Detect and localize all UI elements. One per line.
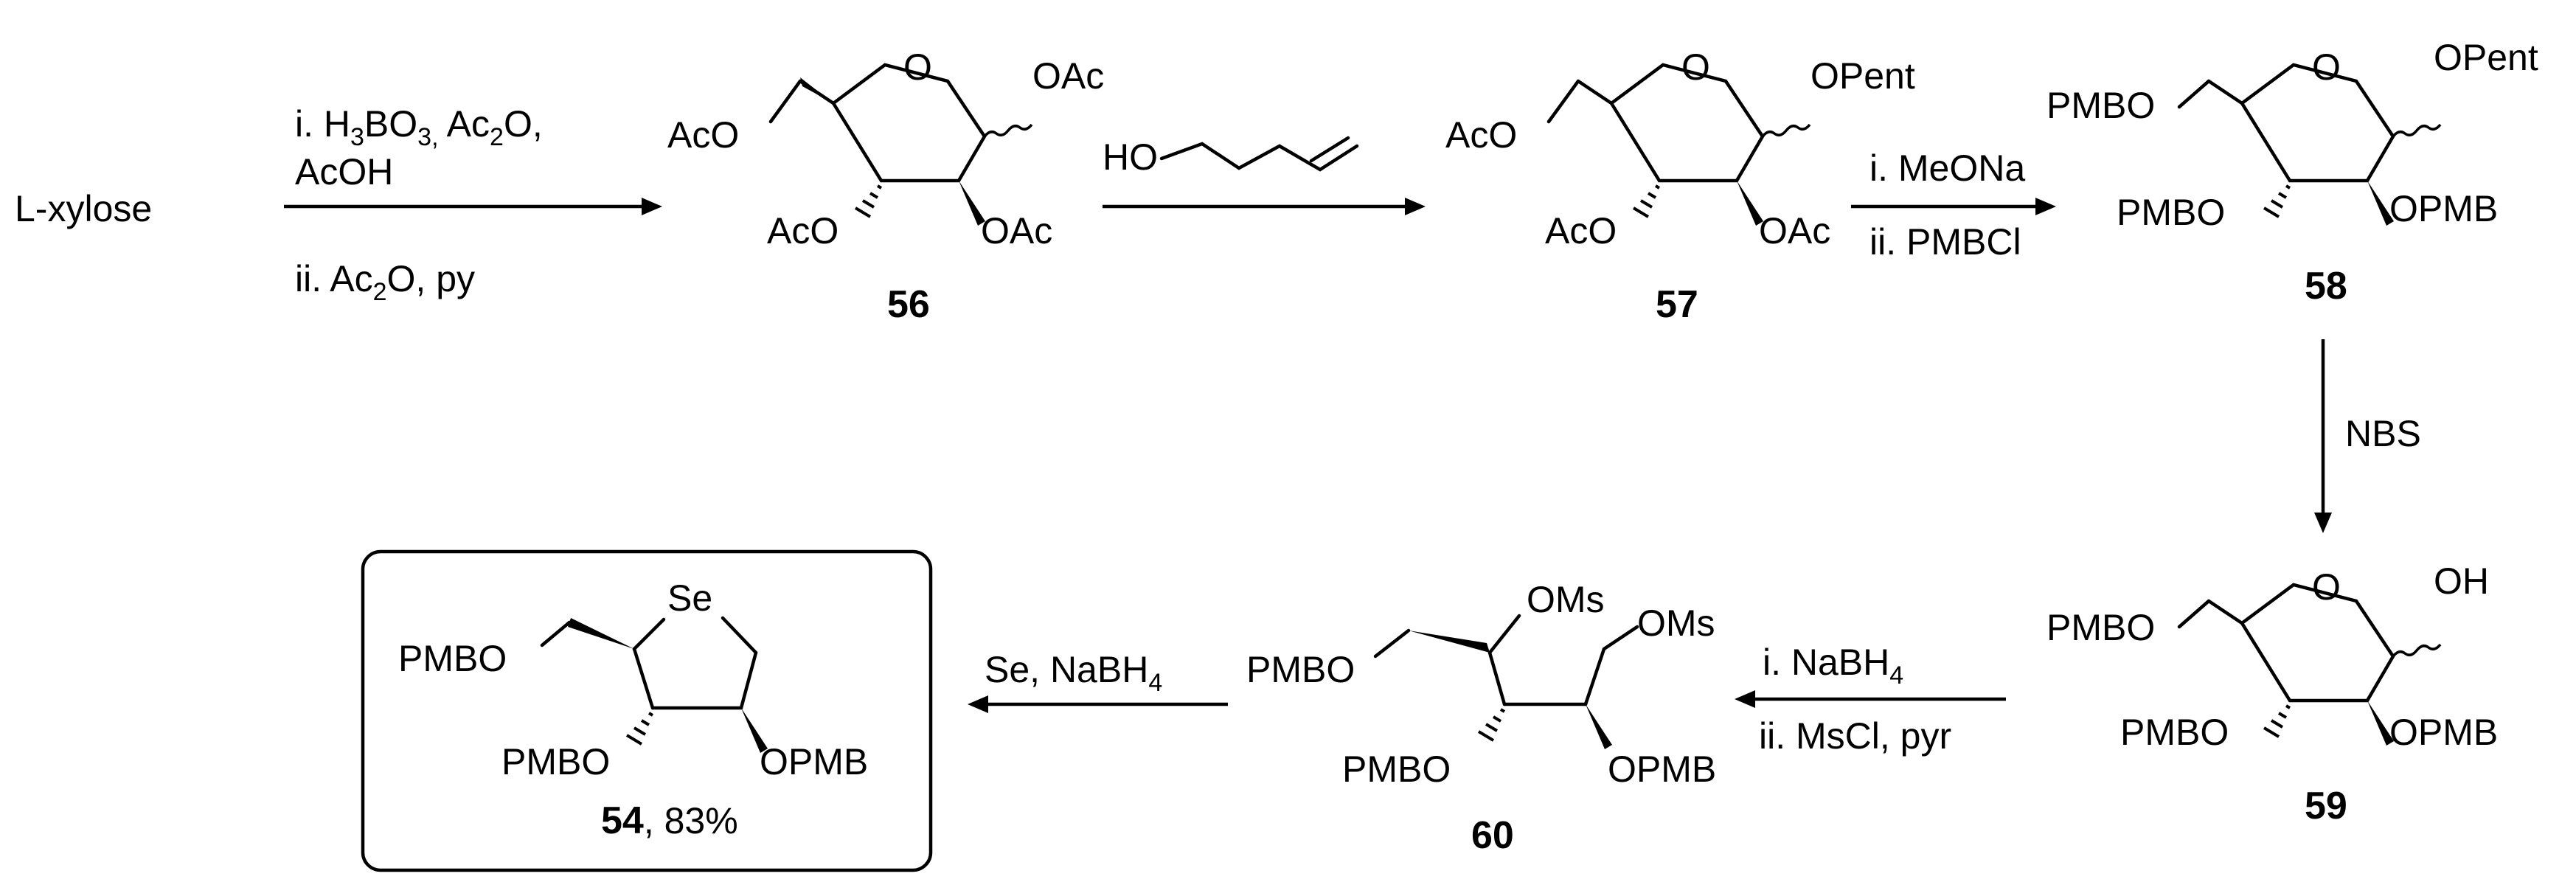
step1-arrow <box>284 198 662 215</box>
hash-bond-c3 <box>854 184 883 218</box>
anomeric-hydroxyl: OH <box>2434 560 2489 602</box>
pentyloxy-anomeric: OPent <box>1811 55 1915 97</box>
step5-line1: i. NaBH4 <box>1763 642 1903 690</box>
hash-bond-c3 <box>1632 184 1661 218</box>
pmb-ether-c3: PMBO <box>1342 749 1451 790</box>
acetate-c3: AcO <box>1545 210 1617 251</box>
step6-reagents: Se, NaBH4 <box>985 649 1162 697</box>
acetate-primary: AcO <box>1445 114 1517 156</box>
ring-oxygen: O <box>903 46 932 88</box>
start-material: L-xylose <box>15 188 152 229</box>
step5-reagents: i. NaBH4 ii. MsCl, pyr <box>1759 642 1951 757</box>
selenium-atom: Se <box>667 577 712 619</box>
step5-line2: ii. MsCl, pyr <box>1759 715 1951 757</box>
compound-59: O PMBO OH PMBO OPMB 59 <box>2046 560 2498 827</box>
pmb-ether-primary: PMBO <box>1246 649 1355 690</box>
step2-reagent-pentenol: HO <box>1103 136 1359 178</box>
compound-57: O AcO OPent AcO OAc 57 <box>1445 46 1915 326</box>
pmb-ether-c2: OPMB <box>2389 188 2498 229</box>
step4-arrow <box>2314 339 2332 533</box>
hash-bond-c3 <box>625 712 654 746</box>
mesylate-1: OMs <box>1527 579 1605 620</box>
compound-number-60: 60 <box>1471 814 1514 857</box>
step2-arrow <box>1103 198 1426 215</box>
compound-58: O PMBO OPent PMBO OPMB 58 <box>2046 37 2538 308</box>
pentyloxy-anomeric: OPent <box>2434 37 2538 78</box>
acetate-primary: AcO <box>667 114 739 156</box>
pmb-ether-c3: PMBO <box>501 741 610 782</box>
hash-bond-c3 <box>2263 184 2291 218</box>
step1-line2: AcOH <box>295 151 393 192</box>
acetate-c3: AcO <box>767 210 839 251</box>
step3-arrow <box>1851 198 2056 215</box>
hash-bond-c3 <box>2263 704 2291 738</box>
step5-arrow <box>1735 690 2006 708</box>
step1-line1: i. H3BO3, Ac2O, <box>295 103 543 151</box>
pentenol-ho: HO <box>1103 136 1158 178</box>
compound-number-56: 56 <box>887 283 930 326</box>
acetate-c2: OAc <box>1759 210 1830 251</box>
acetate-anomeric: OAc <box>1032 55 1104 97</box>
step1-line3: ii. Ac2O, py <box>295 258 475 306</box>
pmb-ether-c2: OPMB <box>760 741 868 782</box>
pmb-ether-primary: PMBO <box>398 638 507 679</box>
pmb-ether-primary: PMBO <box>2046 607 2155 648</box>
step6-arrow <box>968 695 1228 713</box>
step1-reagents: i. H3BO3, Ac2O, AcOH ii. Ac2O, py <box>295 103 543 306</box>
acetate-c2: OAc <box>981 210 1052 251</box>
mesylate-2: OMs <box>1637 602 1715 644</box>
pmb-ether-primary: PMBO <box>2046 85 2155 126</box>
compound-60: OMs OMs PMBO PMBO OPMB 60 <box>1246 579 1716 857</box>
pmb-ether-c2: OPMB <box>1608 749 1716 790</box>
hash-bond-c3 <box>1477 708 1506 742</box>
step3-reagents: i. MeONa ii. PMBCl <box>1869 147 2025 263</box>
compound-54-box: Se PMBO PMBO OPMB 54, 83% <box>361 549 933 872</box>
ring-oxygen: O <box>2312 566 2341 608</box>
pmb-ether-c2: OPMB <box>2389 712 2498 753</box>
ring-oxygen: O <box>1681 46 1710 88</box>
ring-oxygen: O <box>2312 46 2341 88</box>
step4-reagent: NBS <box>2345 413 2421 454</box>
compound-number-57: 57 <box>1656 283 1698 326</box>
compound-56: O AcO OAc AcO OAc 56 <box>667 46 1104 326</box>
pmb-ether-c3: PMBO <box>2117 192 2225 233</box>
compound-number-58: 58 <box>2305 265 2347 308</box>
compound-number-54: 54, 83% <box>601 799 738 842</box>
step3-line1: i. MeONa <box>1869 147 2025 189</box>
step3-line2: ii. PMBCl <box>1869 221 2021 263</box>
compound-number-59: 59 <box>2305 785 2347 827</box>
pmb-ether-c3: PMBO <box>2120 712 2229 753</box>
